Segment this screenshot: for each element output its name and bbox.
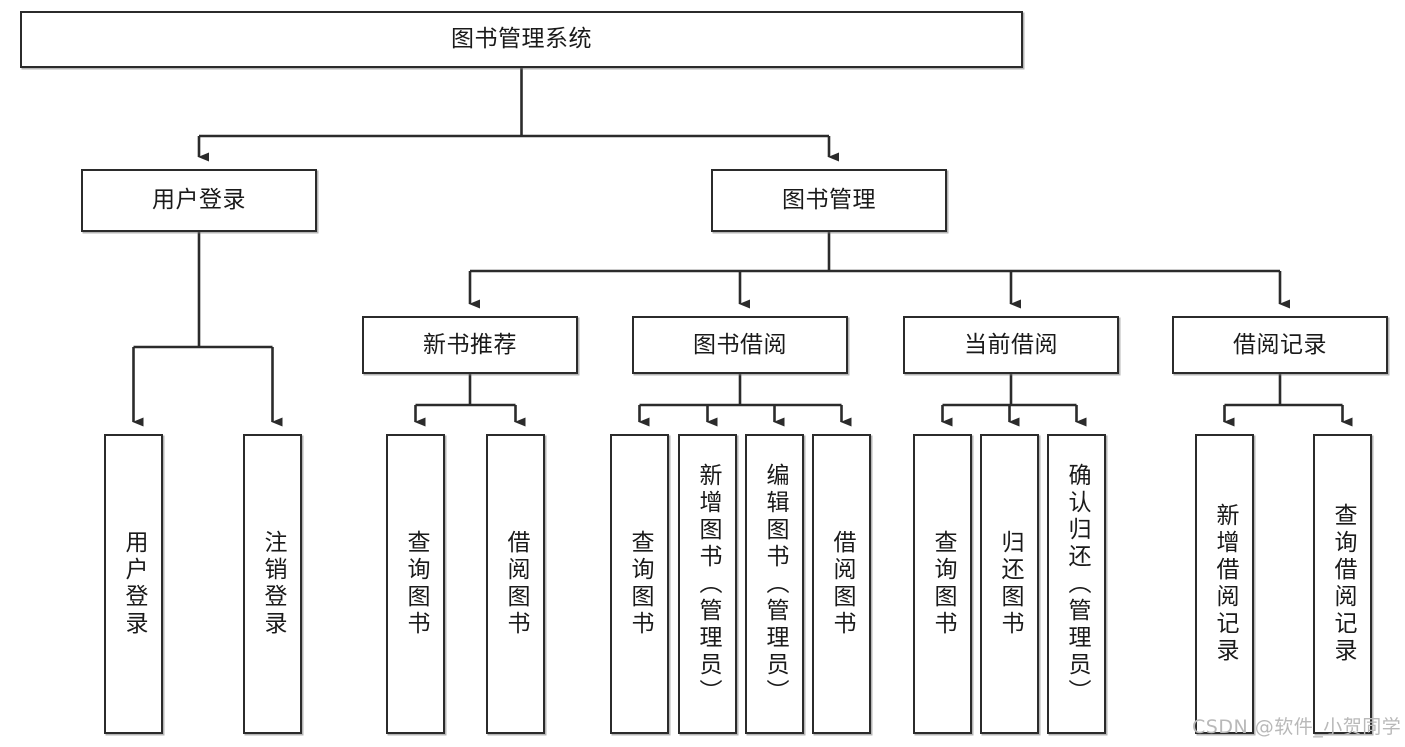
node-new-book-recommend[interactable]: 新书推荐 <box>362 316 578 374</box>
node-current-borrow[interactable]: 当前借阅 <box>903 316 1119 374</box>
node-leaf-add-book-admin[interactable]: 新增图书（管理员） <box>678 434 737 734</box>
connectors-userlogin-leaves <box>132 232 283 427</box>
node-label: 编辑图书（管理员） <box>762 462 788 706</box>
node-borrow-record[interactable]: 借阅记录 <box>1172 316 1388 374</box>
node-book-manage[interactable]: 图书管理 <box>711 169 947 232</box>
node-label: 借阅记录 <box>1233 331 1327 358</box>
node-label: 图书管理 <box>782 187 876 214</box>
node-leaf-query-book-recommend[interactable]: 查询图书 <box>386 434 445 734</box>
node-leaf-confirm-return-admin[interactable]: 确认归还（管理员） <box>1047 434 1106 734</box>
node-label: 图书管理系统 <box>451 26 592 53</box>
node-leaf-query-book-current[interactable]: 查询图书 <box>913 434 972 734</box>
node-user-login[interactable]: 用户登录 <box>81 169 317 232</box>
node-label: 用户登录 <box>152 187 246 214</box>
node-leaf-borrow-book-recommend[interactable]: 借阅图书 <box>486 434 545 734</box>
node-label: 查询图书 <box>403 530 429 638</box>
node-label: 借阅图书 <box>829 530 855 638</box>
node-leaf-logout[interactable]: 注销登录 <box>243 434 302 734</box>
node-leaf-add-borrow-record[interactable]: 新增借阅记录 <box>1195 434 1254 734</box>
node-label: 用户登录 <box>121 530 147 638</box>
node-label: 借阅图书 <box>503 530 529 638</box>
connectors-bookborrow-leaves <box>638 374 852 427</box>
node-book-borrow[interactable]: 图书借阅 <box>632 316 848 374</box>
node-label: 确认归还（管理员） <box>1064 462 1090 706</box>
node-label: 新书推荐 <box>423 331 517 358</box>
connectors-newbook-leaves <box>414 374 526 427</box>
node-label: 注销登录 <box>260 530 286 638</box>
node-label: 查询图书 <box>930 530 956 638</box>
node-label: 新增图书（管理员） <box>695 462 721 706</box>
node-label: 归还图书 <box>997 530 1023 638</box>
node-leaf-query-book-borrow[interactable]: 查询图书 <box>610 434 669 734</box>
node-leaf-return-book[interactable]: 归还图书 <box>980 434 1039 734</box>
connectors-root-level2 <box>197 68 839 162</box>
node-label: 查询图书 <box>627 530 653 638</box>
node-label: 查询借阅记录 <box>1330 503 1356 665</box>
node-root-system[interactable]: 图书管理系统 <box>20 11 1023 68</box>
node-label: 当前借阅 <box>964 331 1058 358</box>
csdn-watermark: CSDN @软件_小贺同学 <box>1192 716 1402 738</box>
node-label: 新增借阅记录 <box>1212 503 1238 665</box>
connectors-bookmanage-level3 <box>468 232 1290 309</box>
node-leaf-query-borrow-record[interactable]: 查询借阅记录 <box>1313 434 1372 734</box>
node-label: 图书借阅 <box>693 331 787 358</box>
node-leaf-edit-book-admin[interactable]: 编辑图书（管理员） <box>745 434 804 734</box>
node-leaf-borrow-book[interactable]: 借阅图书 <box>812 434 871 734</box>
connectors-borrowrecord-leaves <box>1223 374 1353 427</box>
node-leaf-user-login[interactable]: 用户登录 <box>104 434 163 734</box>
connectors-currentborrow-leaves <box>941 374 1087 427</box>
